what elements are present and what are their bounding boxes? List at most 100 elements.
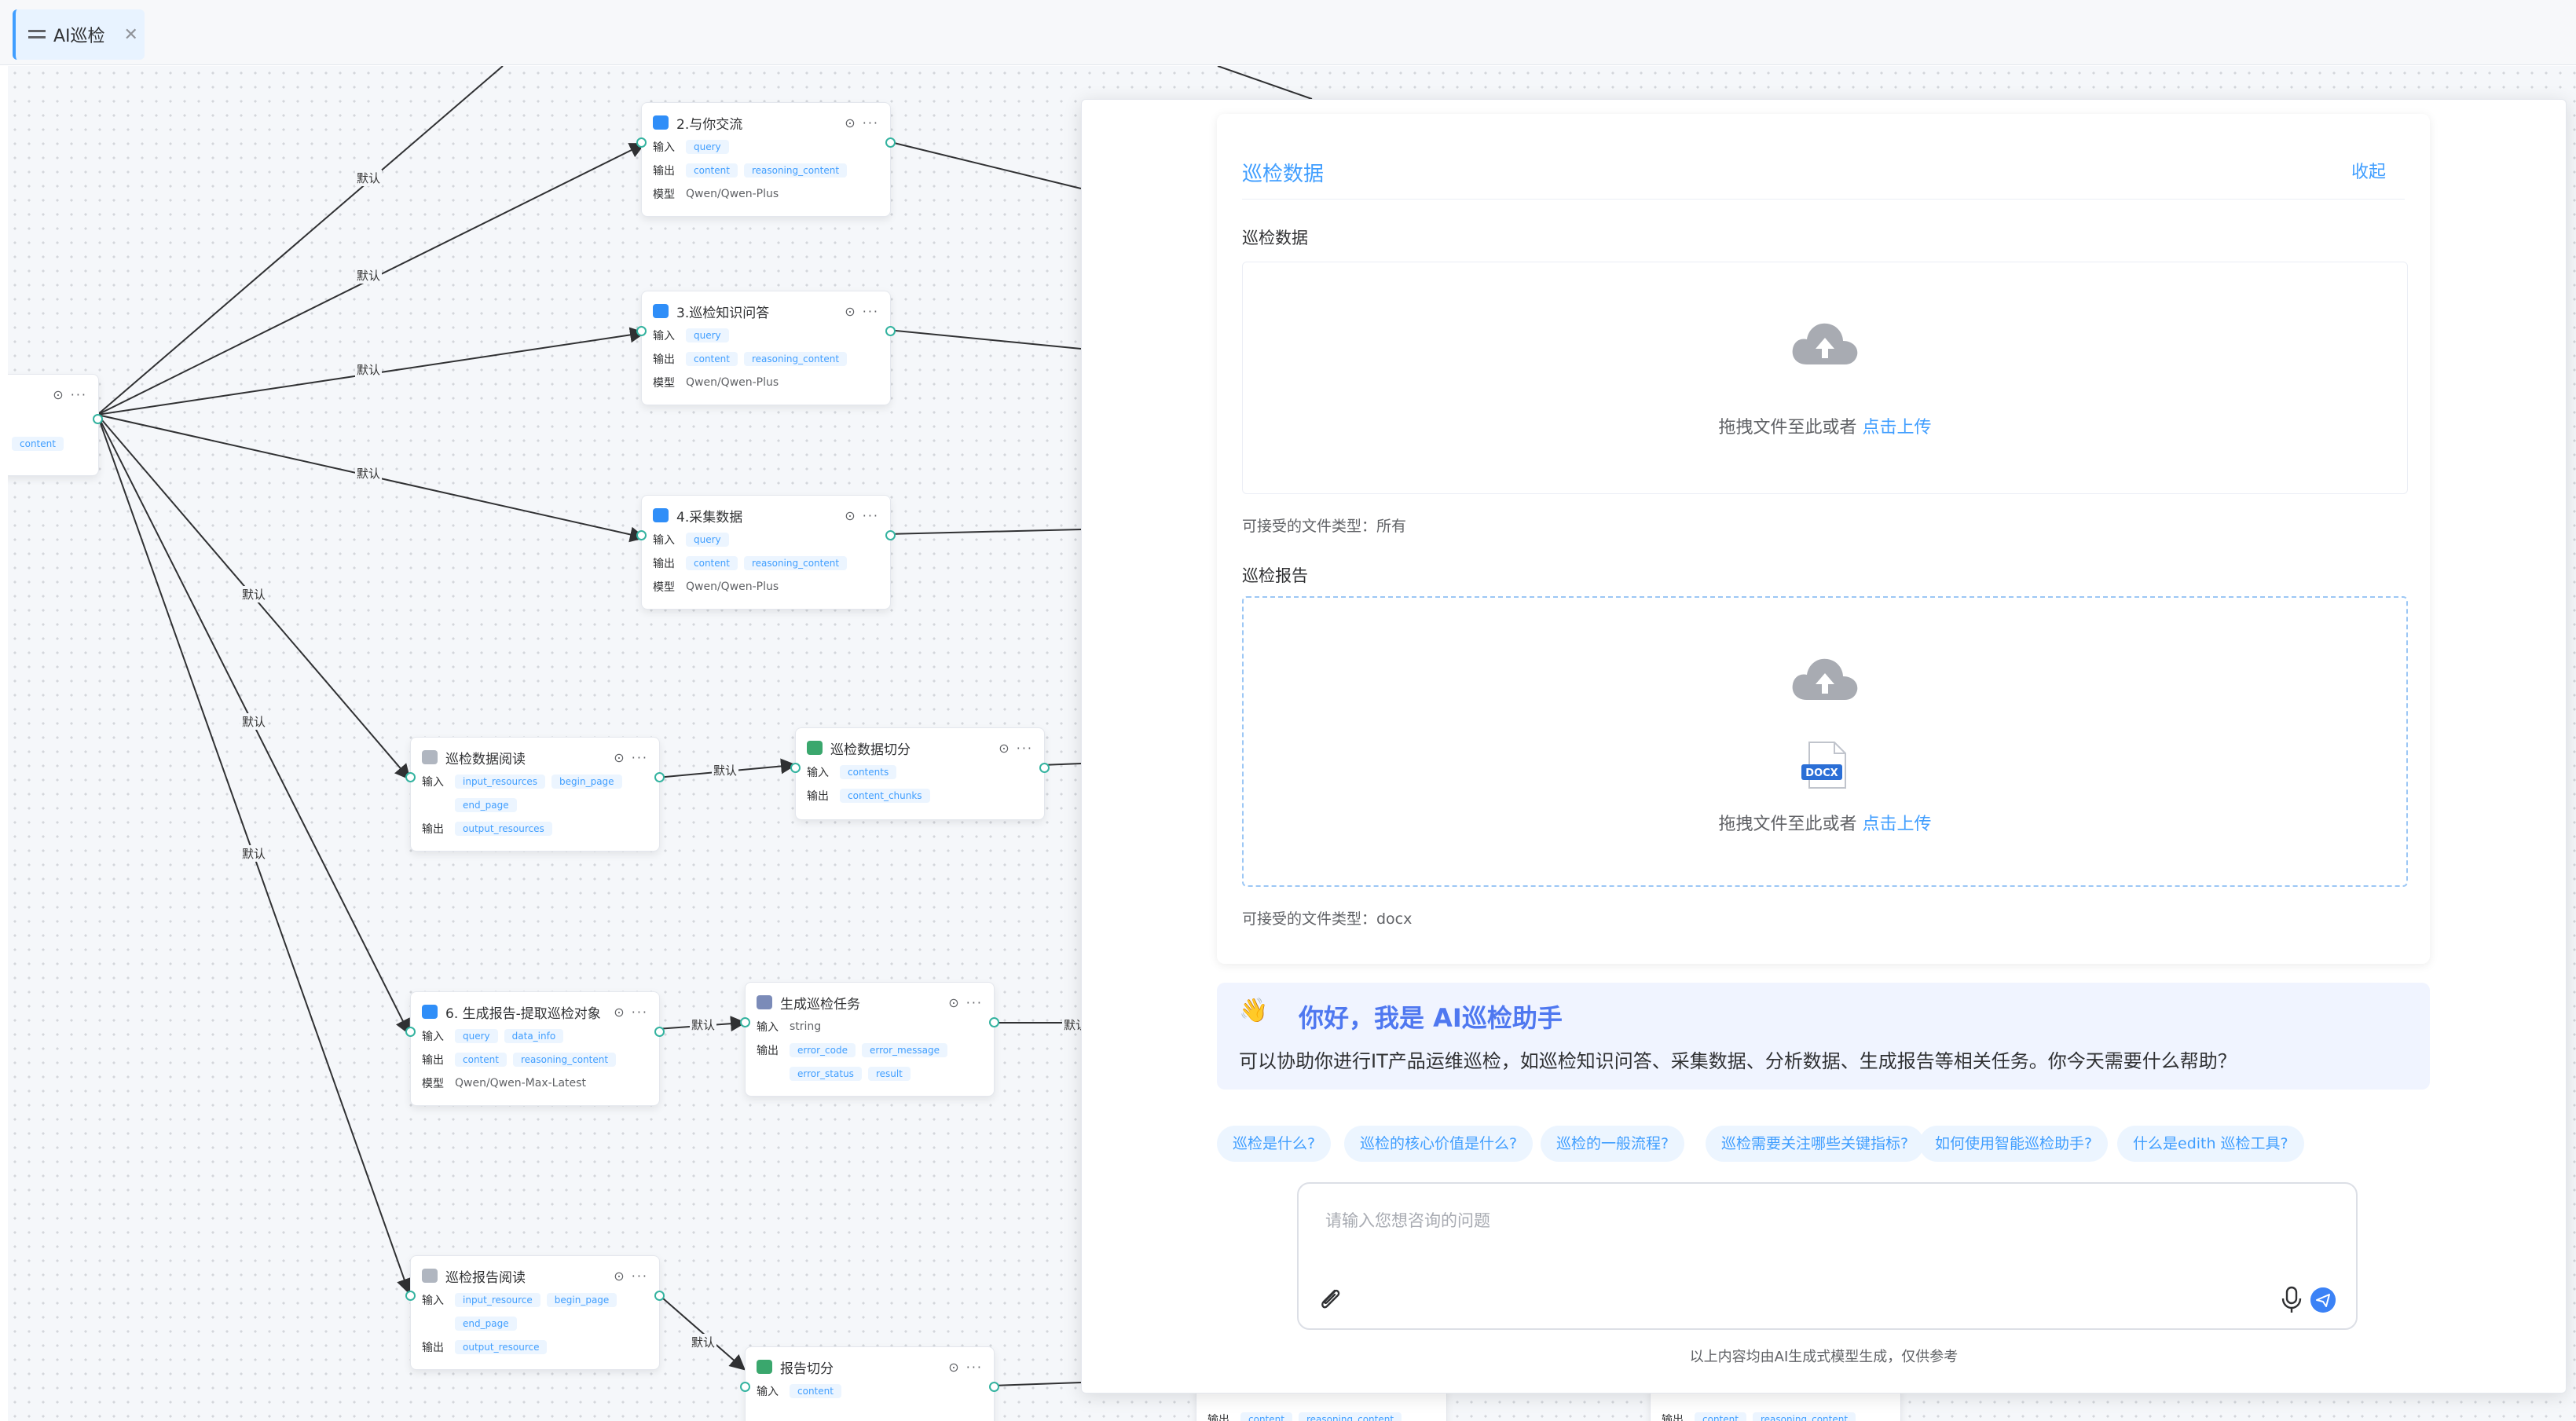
chat-input[interactable] <box>1324 1204 2270 1237</box>
node-title: 3.巡检知识问答 <box>676 305 770 321</box>
output-port[interactable] <box>93 414 103 424</box>
dropzone-inspection-data[interactable]: 拖拽文件至此或者 点击上传 <box>1242 262 2408 494</box>
node-title: 巡检数据阅读 <box>445 751 526 767</box>
input-port[interactable] <box>405 1027 416 1037</box>
input-port[interactable] <box>790 763 801 773</box>
suggestion-chip[interactable]: 什么是edith 巡检工具? <box>2117 1126 2304 1162</box>
more-icon[interactable]: ⊙ ··· <box>614 749 648 765</box>
more-icon[interactable]: ⊙ ··· <box>948 1359 983 1375</box>
input-chip: query <box>455 1029 498 1043</box>
suggestion-chip[interactable]: 如何使用智能巡检助手? <box>1919 1126 2109 1162</box>
output-chip: content <box>1240 1412 1292 1421</box>
document-icon <box>422 1269 438 1283</box>
robot-icon <box>757 995 772 1009</box>
suggestion-chip[interactable]: 巡检需要关注哪些关键指标? <box>1706 1126 1925 1162</box>
output-chip: error_status <box>790 1067 862 1081</box>
input-port[interactable] <box>636 530 647 540</box>
input-port[interactable] <box>405 1291 416 1301</box>
more-icon[interactable]: ⊙ ··· <box>53 386 87 402</box>
doc-read-node[interactable]: 巡检报告阅读 ⊙ ··· 输入 input_resource begin_page e… <box>405 1255 665 1370</box>
upload-link[interactable]: 点击上传 <box>1862 418 1932 438</box>
microphone-icon[interactable] <box>2281 1286 2303 1314</box>
output-label: 输出 <box>653 353 675 366</box>
workflow-icon <box>28 27 46 42</box>
more-icon[interactable]: ⊙ ··· <box>845 115 879 130</box>
greeting-description: 可以协助你进行IT产品运维巡检，如巡检知识问答、采集数据、分析数据、生成报告等相… <box>1239 1050 2237 1072</box>
more-icon[interactable]: ⊙ ··· <box>845 507 879 523</box>
more-icon[interactable]: ⊙ ··· <box>948 994 983 1010</box>
input-chip: begin_page <box>546 1293 617 1307</box>
close-icon[interactable]: ✕ <box>123 24 138 45</box>
input-label: 输入 <box>757 1021 779 1034</box>
input-chip: input_resource <box>455 1293 540 1307</box>
chat-icon <box>653 304 669 318</box>
model-name: Qwen/Qwen-Max-Latest <box>455 1077 586 1090</box>
greeting-card: 👋 你好，我是 AI巡检助手 可以协助你进行IT产品运维巡检，如巡检知识问答、采… <box>1217 983 2430 1090</box>
input-label: 输入 <box>653 534 675 547</box>
output-port[interactable] <box>989 1017 999 1027</box>
output-port[interactable] <box>654 1291 665 1301</box>
output-chip: content <box>686 556 738 570</box>
suggestion-chip[interactable]: 巡检的核心价值是什么? <box>1344 1126 1534 1162</box>
edge-label: 默认 <box>712 762 739 778</box>
output-port[interactable] <box>989 1382 999 1392</box>
input-label: 输入 <box>422 776 444 789</box>
collapse-button[interactable]: 收起 <box>2351 163 2386 182</box>
output-label: 输出 <box>653 558 675 570</box>
more-icon[interactable]: ⊙ ··· <box>845 303 879 319</box>
suggestion-chip[interactable]: 巡检是什么? <box>1217 1126 1332 1162</box>
ai-disclaimer: 以上内容均由AI生成式模型生成，仅供参考 <box>1689 1349 1959 1365</box>
output-port[interactable] <box>885 137 896 148</box>
greeting-title: 你好，我是 AI巡检助手 <box>1299 1003 1563 1033</box>
input-chip: end_page <box>455 1317 517 1331</box>
node-title: 6. 生成报告-提取巡检对象 <box>445 1005 601 1022</box>
output-port[interactable] <box>885 326 896 336</box>
output-port[interactable] <box>1039 763 1050 773</box>
input-port[interactable] <box>636 326 647 336</box>
output-port[interactable] <box>654 772 665 782</box>
edge-label: 默认 <box>355 361 383 378</box>
input-label: 输入 <box>422 1031 444 1043</box>
dropzone-inspection-report[interactable]: DOCX 拖拽文件至此或者 点击上传 <box>1242 596 2408 887</box>
table-icon <box>757 1360 772 1374</box>
output-chip: reasoning_content <box>1752 1412 1856 1421</box>
node-title: 巡检报告阅读 <box>445 1269 526 1286</box>
more-icon[interactable]: ⊙ ··· <box>999 740 1033 756</box>
more-icon[interactable]: ⊙ ··· <box>614 1004 648 1020</box>
send-icon[interactable] <box>2310 1287 2336 1313</box>
more-icon[interactable]: ⊙ ··· <box>614 1268 648 1284</box>
output-chip: error_message <box>862 1043 947 1057</box>
output-port[interactable] <box>654 1027 665 1037</box>
output-port[interactable] <box>885 530 896 540</box>
node-title: 报告切分 <box>780 1361 834 1377</box>
input-port[interactable] <box>740 1017 750 1027</box>
input-port[interactable] <box>636 137 647 148</box>
input-chip: query <box>686 140 729 154</box>
tab-ai-inspection[interactable]: AI巡检 ✕ <box>13 9 145 60</box>
paperclip-icon[interactable] <box>1316 1284 1344 1313</box>
cloud-upload-icon <box>1792 323 1858 364</box>
input-port[interactable] <box>405 772 416 782</box>
upload-link[interactable]: 点击上传 <box>1862 815 1932 834</box>
input-port[interactable] <box>740 1382 750 1392</box>
input-label: 输入 <box>757 1386 779 1398</box>
input-label: 输入 <box>422 1295 444 1307</box>
accepted-types-report: 可接受的文件类型：docx <box>1242 910 1413 928</box>
upload-card: 巡检数据 收起 巡检数据 拖拽文件至此或者 点击上传 可接受的文件类型：所有 巡… <box>1217 114 2430 964</box>
table-icon <box>807 741 823 755</box>
output-label: 输出 <box>422 1342 444 1354</box>
start-node-partial[interactable]: ⊙ ··· content <box>8 374 103 476</box>
suggestion-chip[interactable]: 巡检的一般流程? <box>1541 1126 1685 1162</box>
model-label: 模型 <box>653 377 675 390</box>
output-label: 输出 <box>422 823 444 836</box>
docx-badge: DOCX <box>1805 767 1838 779</box>
output-chip: content_chunks <box>840 789 930 803</box>
